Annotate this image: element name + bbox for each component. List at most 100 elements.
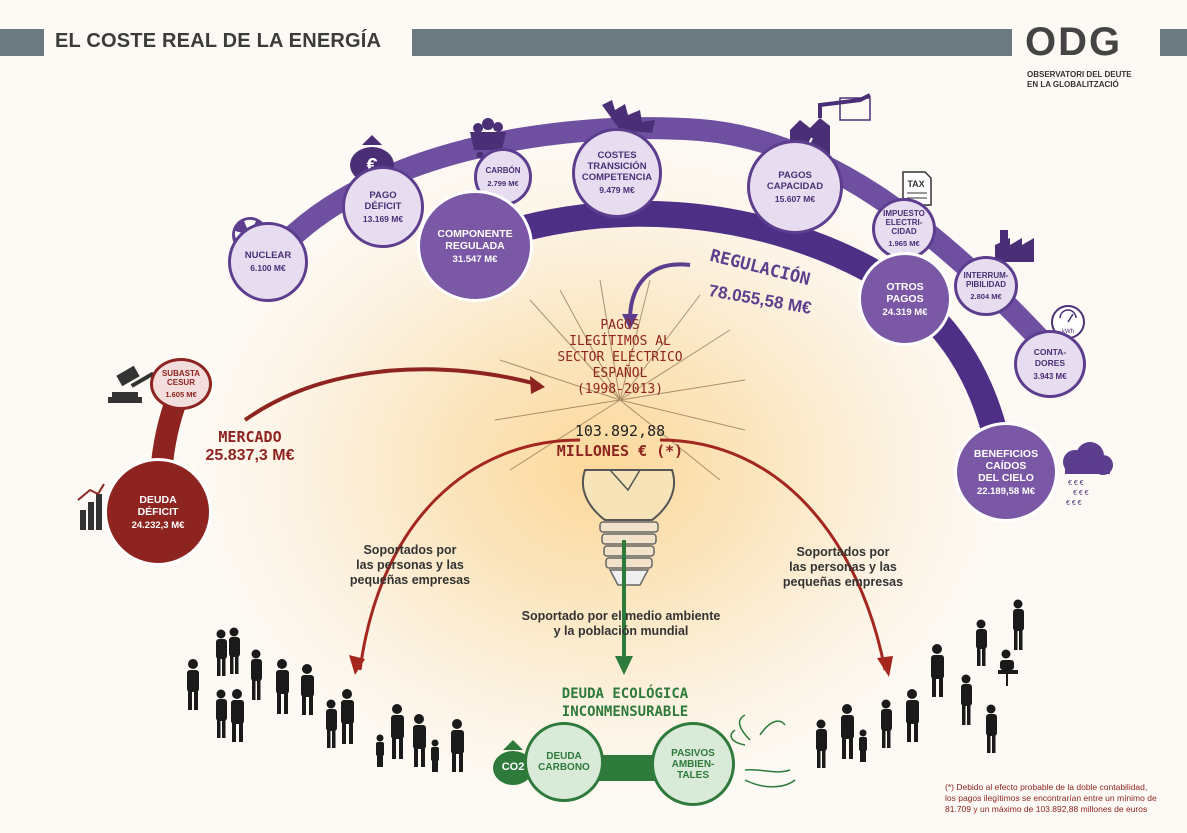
- componente-regulada-circle: COMPONENTE REGULADA 31.547 M€: [417, 190, 533, 302]
- sunburst-rays: [494, 279, 746, 481]
- contadores-value: 3.943 M€: [1033, 371, 1067, 381]
- supported-right-1: Soportados por: [796, 545, 890, 559]
- beneficios-name-1: BENEFICIOS: [973, 447, 1039, 460]
- center-line-3: SECTOR ELÉCTRICO: [557, 350, 683, 365]
- header-bar-left: [0, 29, 44, 56]
- pago-deficit-name-1: PAGO: [369, 189, 397, 201]
- pagos-cap-name-2: CAPACIDAD: [766, 180, 824, 192]
- logo-line-1: OBSERVATORI DEL DEUTE: [1027, 70, 1132, 79]
- mercado-arrowhead: [530, 376, 545, 394]
- supported-left-1: Soportados por: [363, 543, 457, 557]
- impuesto-name-2: ELECTRI-: [885, 218, 923, 227]
- costes-name-2: TRANSICIÓN: [587, 161, 647, 172]
- supported-left-2: las personas y las: [356, 558, 464, 572]
- saw-blade-icon: [602, 100, 655, 133]
- componente-name-1: COMPONENTE: [437, 227, 513, 240]
- center-line-2: ILEGÍTIMOS AL: [569, 334, 671, 349]
- deuda-deficit-value: 24.232,3 M€: [131, 519, 185, 531]
- otros-name-2: PAGOS: [886, 292, 924, 305]
- carbono-name-1: DEUDA: [546, 751, 582, 762]
- pago-deficit-value: 13.169 M€: [362, 213, 404, 224]
- eco-title: DEUDA ECOLÓGICA INCONMENSURABLE: [530, 685, 720, 721]
- interrumpibilidad-circle: INTERRUM- PIBILIDAD 2.804 M€: [954, 256, 1018, 316]
- regulation-arrowhead: [622, 314, 638, 330]
- supported-env-2: y la población mundial: [553, 624, 689, 638]
- beneficios-value: 22.189,58 M€: [976, 485, 1036, 497]
- deuda-deficit-name-2: DÉFICIT: [137, 505, 179, 518]
- beneficios-name-2: CAÍDOS: [985, 459, 1027, 472]
- footnote: (*) Debido al efecto probable de la dobl…: [945, 782, 1177, 815]
- subasta-name-2: CESUR: [166, 377, 195, 387]
- impuesto-name-1: IMPUESTO: [883, 209, 925, 218]
- deuda-deficit-name-1: DEUDA: [139, 493, 177, 506]
- pasivos-name-2: AMBIEN-: [671, 758, 715, 770]
- center-line-5: (1998-2013): [576, 382, 664, 397]
- footnote-line-1: (*) Debido al efecto probable de la dobl…: [945, 782, 1148, 792]
- footnote-line-3: 81.709 y un máximo de 103.892,88 millone…: [945, 804, 1148, 814]
- supported-left-3: pequeñas empresas: [349, 573, 471, 587]
- svg-text:€: €: [366, 155, 377, 177]
- svg-text:€ € €: € € €: [1073, 490, 1089, 497]
- logo-line-2: EN LA GLOBALITZACIÓ: [1027, 80, 1119, 89]
- contadores-circle: CONTA- DORES 3.943 M€: [1014, 330, 1086, 398]
- footnote-line-2: los pagos ilegítimos se encontrarían ent…: [945, 793, 1157, 803]
- otros-pagos-circle: OTROS PAGOS 24.319 M€: [858, 252, 952, 346]
- left-arc: [358, 438, 581, 671]
- pagos-capacidad-circle: PAGOS CAPACIDAD 15.607 M€: [747, 140, 843, 234]
- page-title: EL COSTE REAL DE LA ENERGÍA: [55, 30, 382, 52]
- svg-text:€ € €: € € €: [1066, 500, 1082, 507]
- svg-text:kWh: kWh: [1062, 329, 1074, 335]
- right-arc: [659, 438, 887, 671]
- supported-right-2: las personas y las: [789, 560, 897, 574]
- trees-icon: [730, 714, 796, 788]
- logo-word: ODG: [1025, 20, 1123, 64]
- nuclear-name: NUCLEAR: [244, 250, 292, 261]
- componente-value: 31.547 M€: [452, 253, 498, 265]
- gavel-icon: [108, 365, 155, 403]
- impuesto-circle: IMPUESTO ELECTRI- CIDAD 1.965 M€: [872, 198, 936, 260]
- mercado-label: MERCADO: [218, 428, 282, 446]
- industry-icon: [995, 230, 1034, 262]
- lightbulb-icon: [582, 469, 675, 586]
- carbon-value: 2.799 M€: [487, 179, 519, 188]
- svg-text:TAX: TAX: [907, 179, 924, 189]
- center-line-4: ESPAÑOL: [592, 366, 648, 381]
- interr-name-2: PIBILIDAD: [966, 279, 1006, 289]
- regulation-arc-inner: [447, 200, 1013, 468]
- otros-name-1: OTROS: [886, 280, 924, 293]
- deuda-deficit-circle: DEUDA DÉFICIT 24.232,3 M€: [104, 458, 212, 566]
- pagos-cap-value: 15.607 M€: [774, 193, 816, 204]
- carbono-name-2: CARBONO: [538, 762, 590, 773]
- pago-deficit-name-2: DÉFICIT: [364, 200, 402, 212]
- odg-logo: ODG OBSERVATORI DEL DEUTE EN LA GLOBALIT…: [1025, 20, 1145, 90]
- impuesto-name-3: CIDAD: [891, 227, 917, 236]
- center-text: PAGOS ILEGÍTIMOS AL SECTOR ELÉCTRICO ESP…: [520, 318, 720, 398]
- mercado-value: 25.837,3 M€: [205, 447, 295, 464]
- subasta-cesur-circle: SUBASTA CESUR 1.605 M€: [150, 358, 212, 410]
- eco-title-2: INCONMENSURABLE: [561, 704, 689, 720]
- nuclear-value: 6.100 M€: [250, 263, 286, 273]
- regulation-arrow: [628, 262, 691, 321]
- costes-value: 9.479 M€: [599, 185, 635, 195]
- supported-left: Soportados por las personas y las pequeñ…: [330, 543, 490, 588]
- people-silhouettes-icon: [187, 599, 1024, 772]
- interr-value: 2.804 M€: [970, 291, 1002, 301]
- supported-right: Soportados por las personas y las pequeñ…: [758, 545, 928, 590]
- svg-text:€ € €: € € €: [1068, 480, 1084, 487]
- subasta-name-1: SUBASTA: [161, 368, 201, 378]
- growth-chart-icon: [77, 483, 105, 530]
- header-bar-end: [1160, 29, 1187, 56]
- pasivos-name-1: PASIVOS: [671, 747, 715, 759]
- beneficios-circle: BENEFICIOS CAÍDOS DEL CIELO 22.189,58 M€: [954, 422, 1058, 522]
- costes-name-3: COMPETENCIA: [581, 172, 653, 183]
- pasivos-ambientales-circle: PASIVOS AMBIEN- TALES: [651, 722, 735, 806]
- beneficios-name-3: DEL CIELO: [978, 471, 1034, 484]
- pasivos-name-3: TALES: [676, 769, 710, 781]
- co2-bag-icon: [493, 740, 533, 785]
- supported-env: Soportado por el medio ambiente y la pob…: [490, 609, 752, 639]
- supported-env-1: Soportado por el medio ambiente: [521, 609, 721, 623]
- interr-name-1: INTERRUM-: [963, 270, 1009, 280]
- componente-name-2: REGULADA: [445, 239, 505, 252]
- mercado-arrow: [243, 367, 541, 422]
- contadores-name-1: CONTA-: [1033, 346, 1067, 357]
